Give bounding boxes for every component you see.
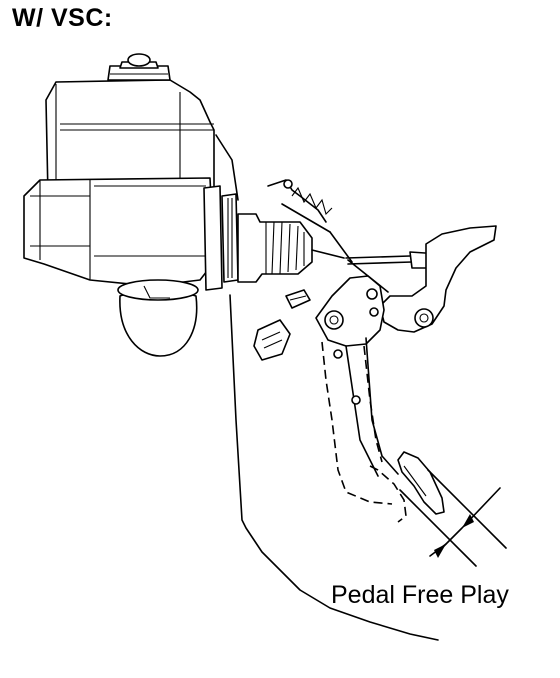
pedal-lever-plate: [315, 275, 385, 359]
pushrod-boot: [237, 213, 345, 283]
pedal-depressed-outline: [321, 341, 407, 523]
diagram-heading: W/ VSC:: [12, 4, 113, 32]
brake-pedal-arm: [345, 337, 399, 477]
pedal-bracket: [347, 225, 497, 333]
brake-fluid-reservoir: [45, 53, 215, 197]
stop-lamp-switch: [253, 289, 311, 361]
return-spring: [267, 179, 353, 263]
booster-sphere: [117, 279, 199, 357]
pedal-free-play-label: Pedal Free Play: [331, 581, 509, 609]
free-play-dimension: [399, 469, 507, 567]
firewall-panel: [215, 134, 439, 641]
master-cylinder: [23, 177, 239, 291]
brake-pedal-pad: [397, 451, 445, 515]
